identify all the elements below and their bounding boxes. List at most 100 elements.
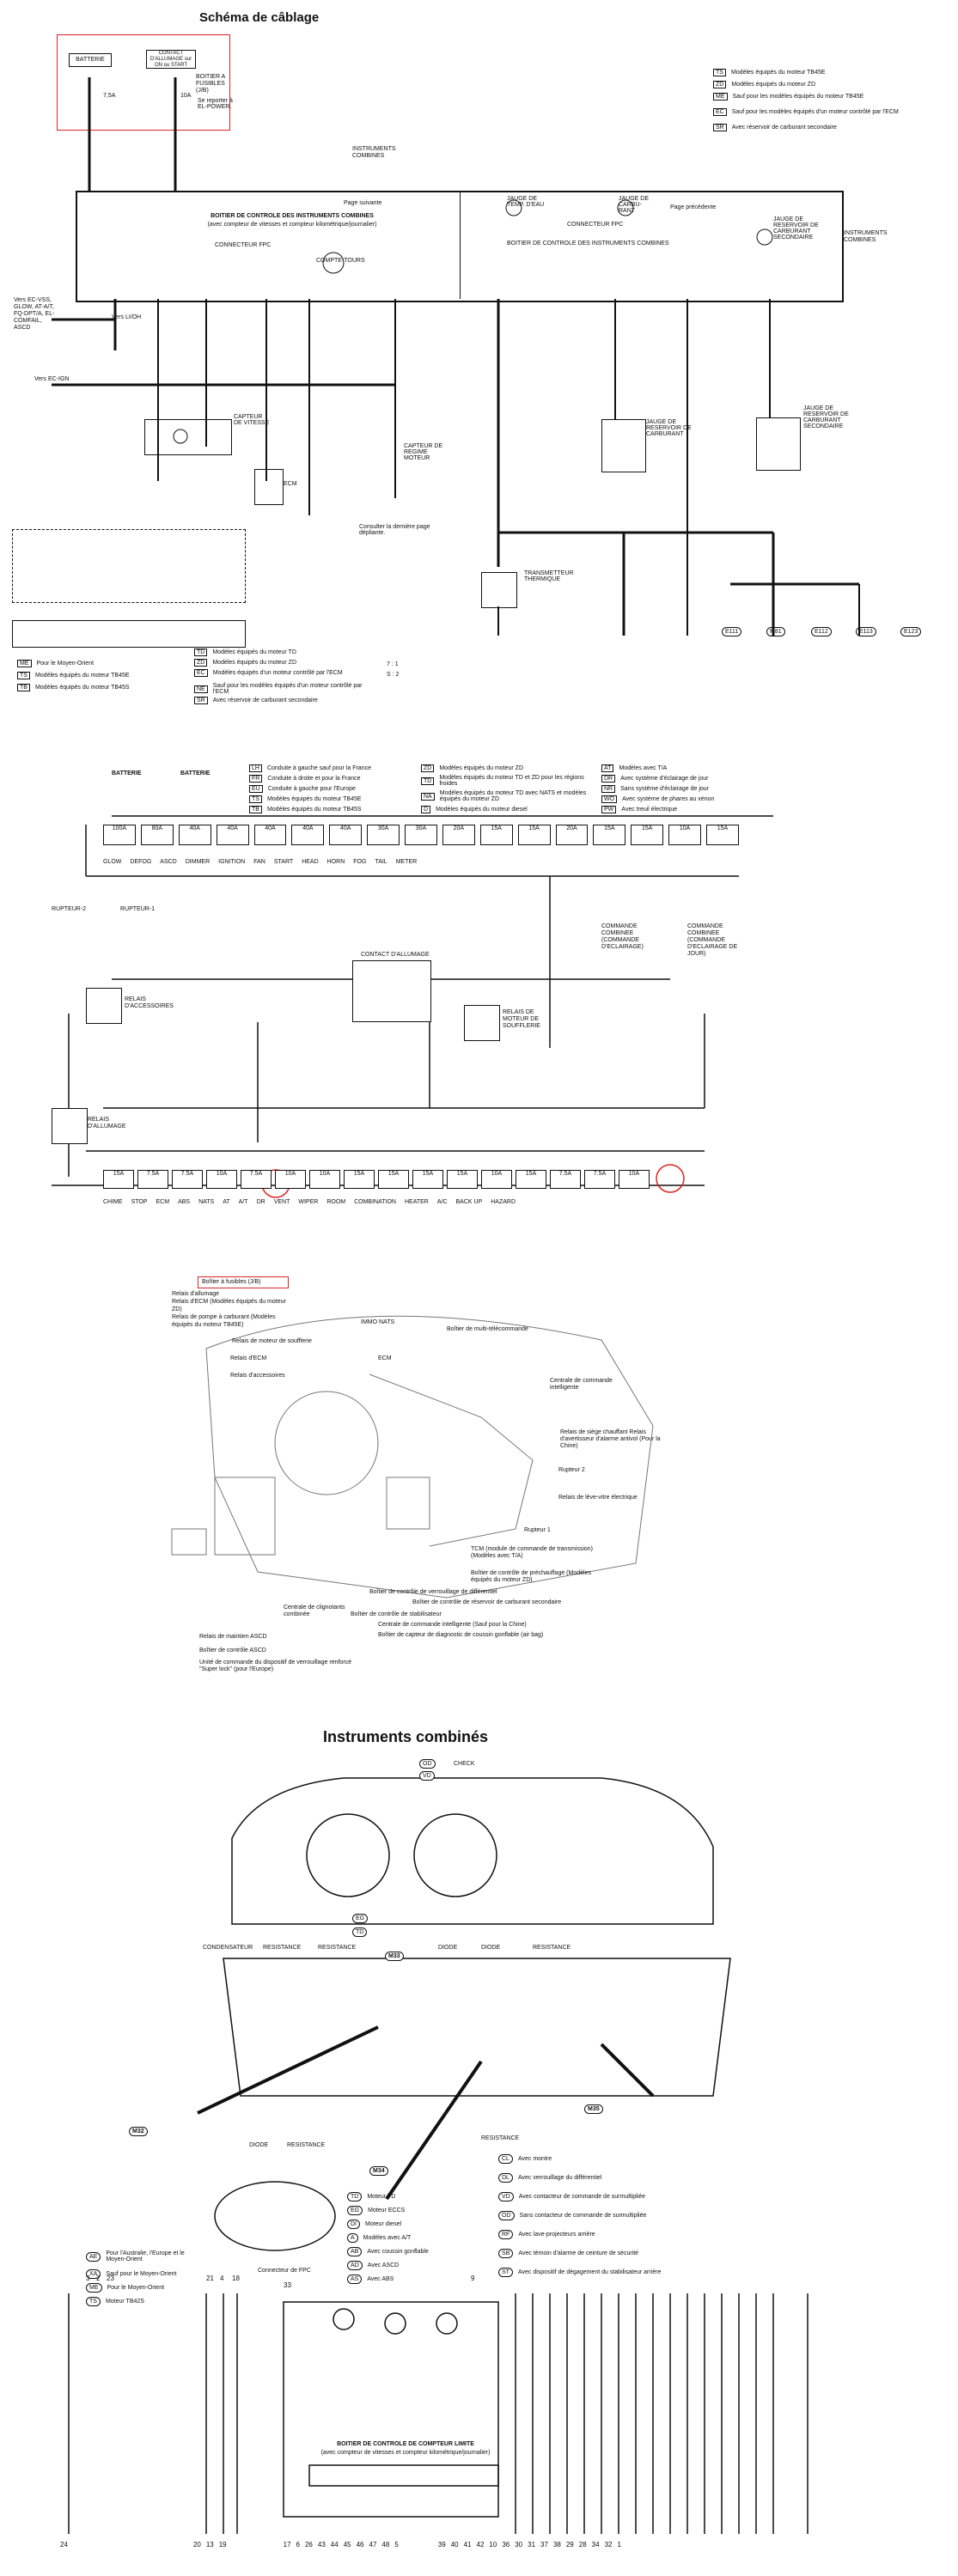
circuit-label: ABS xyxy=(178,1199,191,1205)
legend-code: A xyxy=(347,2233,358,2243)
circuit-label: NATS xyxy=(198,1199,215,1205)
circuit-labels-bottom: CHIME STOP ECM ABS NATS AT A/T DR VENT W… xyxy=(103,1199,722,1251)
callout-text: Relais d'accessoires xyxy=(230,1373,285,1379)
resistance-label-5: RESISTANCE xyxy=(481,2135,520,2141)
ground-code: E112 xyxy=(811,627,832,636)
pin-number: 13 xyxy=(205,2541,214,2549)
instrument-cluster-title: Instruments combinés xyxy=(323,1728,489,1745)
fuse: 40A xyxy=(253,825,287,845)
fuse: 7.5A xyxy=(137,1170,168,1189)
legend-text: Modèles équipés du moteur TB45S xyxy=(34,685,130,691)
bottom-pin-row: 24 20 13 19 17 6 26 43 44 45 46 47 48 5 … xyxy=(60,2541,833,2551)
breaker-1-label: RUPTEUR-1 xyxy=(120,906,156,912)
pin-number: 2 xyxy=(96,2275,101,2282)
circuit-label: DEFOG xyxy=(130,859,152,865)
legend-text: Avec témoin d'alarme de ceinture de sécu… xyxy=(518,2250,639,2256)
circuit-label: METER xyxy=(395,859,418,865)
daylight-switch-label: COMMANDE COMBINEE (COMMANDE D'ECLAIRAGE … xyxy=(687,923,738,957)
control-box-right-title: BOITIER DE CONTROLE DES INSTRUMENTS COMB… xyxy=(507,241,669,247)
legend-text: Avec lave-projecteurs arrière xyxy=(518,2232,595,2238)
legend-text: Sauf pour les modèles équipés du moteur … xyxy=(732,94,864,100)
pin-number: 17 xyxy=(283,2541,291,2549)
ignition-switch-box: CONTACT D'ALLUMAGE sur ON ou START xyxy=(146,50,196,69)
callout-text: Boîtier de contrôle de verrouillage de d… xyxy=(369,1589,497,1595)
legend-text: Avec réservoir de carburant secondaire xyxy=(212,697,318,703)
fuse: 40A xyxy=(216,825,249,845)
legend-code: TS xyxy=(17,672,30,679)
legend-code: TS xyxy=(86,2297,101,2306)
legend-code: PW xyxy=(601,806,617,813)
fpc-connector-left: CONNECTEUR FPC xyxy=(215,242,272,248)
callout-text: Relais d'ECM (Modèles équipés du moteur … xyxy=(172,1299,286,1312)
legend-code: WO xyxy=(601,795,618,803)
circuit-label: HEAD xyxy=(302,859,319,865)
connector-m34: M34 xyxy=(369,2166,388,2176)
callout-text: Rupteur 2 xyxy=(558,1467,585,1473)
pin-number: 40 xyxy=(450,2541,459,2549)
legend-code: TD xyxy=(194,649,208,656)
legend-text: Pour le Moyen-Orient xyxy=(36,661,95,667)
engine-speed-sensor-label: CAPTEUR DE REGIME MOTEUR xyxy=(404,443,443,461)
fuse: 30A xyxy=(405,825,437,845)
legend-text: Sauf pour le Moyen-Orient xyxy=(106,2271,177,2277)
pin-number: 31 xyxy=(528,2541,536,2549)
meter-control-box-subtitle: (avec compteur de vitesses et compteur k… xyxy=(320,2450,491,2456)
fuse: 15A xyxy=(706,825,739,845)
legend-text: Avec système d'éclairage de jour xyxy=(620,776,709,782)
callout-text: Boîtier de multi-télécommande xyxy=(447,1326,528,1332)
legend-text: Moteur TD xyxy=(367,2194,396,2200)
wiring-diagram-title: Schéma de câblage xyxy=(199,10,320,25)
secondary-tank-unit xyxy=(756,417,801,471)
pin-number: 19 xyxy=(218,2541,227,2549)
legend-code: RF xyxy=(498,2230,514,2239)
circuit-label: DR xyxy=(256,1199,265,1205)
control-box-title: BOITIER DE CONTROLE DES INSTRUMENTS COMB… xyxy=(211,213,374,219)
callout-text: Boîtier de contrôle de réservoir de carb… xyxy=(412,1599,562,1605)
fuse-block-callout: Boîtier à fusibles (J/B) xyxy=(198,1276,289,1288)
circuit-label: COMBINATION xyxy=(354,1199,396,1205)
callout-text: Centrale de commande intelligente (Sauf … xyxy=(378,1622,527,1628)
circuit-label: HORN xyxy=(326,859,345,865)
fuse: 20A xyxy=(555,825,589,845)
legend-text: Avec ABS xyxy=(367,2276,394,2282)
circuit-label: ROOM xyxy=(326,1199,346,1205)
battery-label-1: BATTERIE xyxy=(112,770,142,776)
pin-number: 26 xyxy=(304,2541,313,2549)
legend-text: Moteur diesel xyxy=(365,2221,402,2227)
legend-code: ME xyxy=(713,93,728,100)
pin-number: 48 xyxy=(381,2541,390,2549)
option-code-vd: VD xyxy=(419,1771,435,1781)
callout-text: Rupteur 1 xyxy=(524,1527,551,1533)
legend-text: Avec ASCD xyxy=(367,2262,400,2268)
pin-number: 23 xyxy=(107,2275,114,2282)
fuse: 10A xyxy=(309,1170,340,1189)
power-block xyxy=(57,34,230,131)
legend-code: TS xyxy=(713,69,726,76)
battery-box: BATTERIE xyxy=(69,53,112,67)
pin-number: 5 xyxy=(394,2541,399,2549)
to-ecm-label: Vers EC-IGN xyxy=(34,376,70,382)
legend-text: Avec dispositif de dégagement du stabili… xyxy=(517,2269,662,2275)
fuse: 10A xyxy=(668,825,701,845)
circuit-label: FAN xyxy=(253,859,265,865)
legend-code: TB xyxy=(17,684,30,691)
fuse: 10A xyxy=(481,1170,512,1189)
callout-text: Relais de lève-vitre électrique xyxy=(558,1495,638,1501)
legend-code: EC xyxy=(194,669,208,677)
fuse-row-top: 100A 80A 40A 40A 40A 40A 40A 30A 30A 20A… xyxy=(103,825,739,885)
pin-number: 45 xyxy=(343,2541,351,2549)
speed-sensor-label: CAPTEUR DE VITESSE xyxy=(234,414,270,426)
battery-label-2: BATTERIE xyxy=(180,770,211,776)
callout-text: Boîtier de contrôle de préchauffage (Mod… xyxy=(471,1570,591,1583)
circuit-label: VENT xyxy=(273,1199,290,1205)
legend-code: ZD xyxy=(713,81,727,88)
legend-text: Modèles équipés du moteur ZD xyxy=(212,660,297,666)
legend-text: Conduite à droite et pour la France xyxy=(267,776,361,782)
fuse: 10A xyxy=(619,1170,650,1189)
fuse-row-bottom: 15A 7.5A 7.5A 10A 7.5A 10A 10A 15A 15A 1… xyxy=(103,1170,705,1191)
fuse: 15A xyxy=(412,1170,443,1189)
circuit-label: HEATER xyxy=(404,1199,429,1205)
circuit-label: CHIME xyxy=(103,1199,123,1205)
fuse: 7.5A xyxy=(550,1170,581,1189)
